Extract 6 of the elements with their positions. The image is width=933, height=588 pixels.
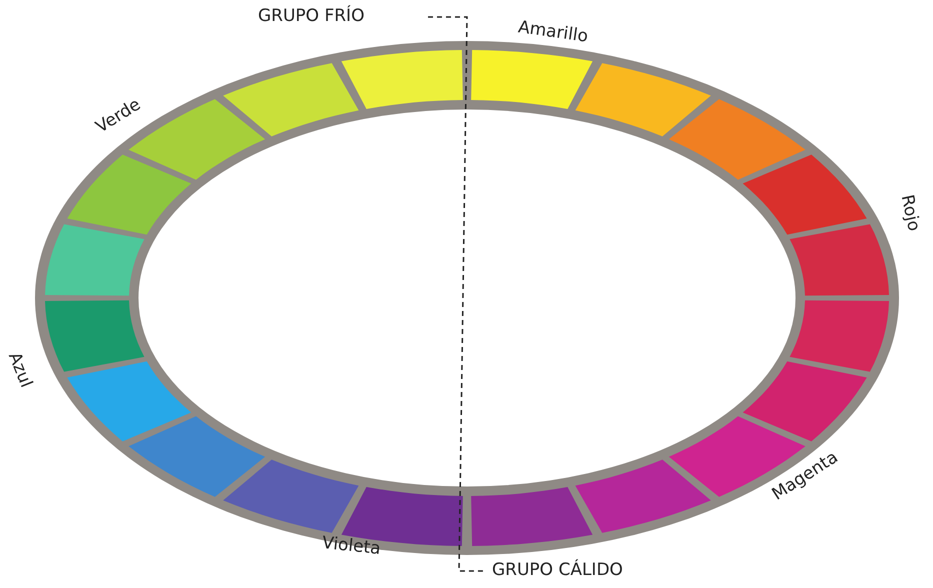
color-label: Azul [4, 350, 36, 390]
group-label: GRUPO FRÍO [258, 6, 364, 26]
color-label: Violeta [321, 533, 382, 559]
color-label: Amarillo [516, 17, 590, 47]
color-label: Rojo [896, 193, 924, 233]
group-label: GRUPO CÁLIDO [492, 560, 623, 580]
